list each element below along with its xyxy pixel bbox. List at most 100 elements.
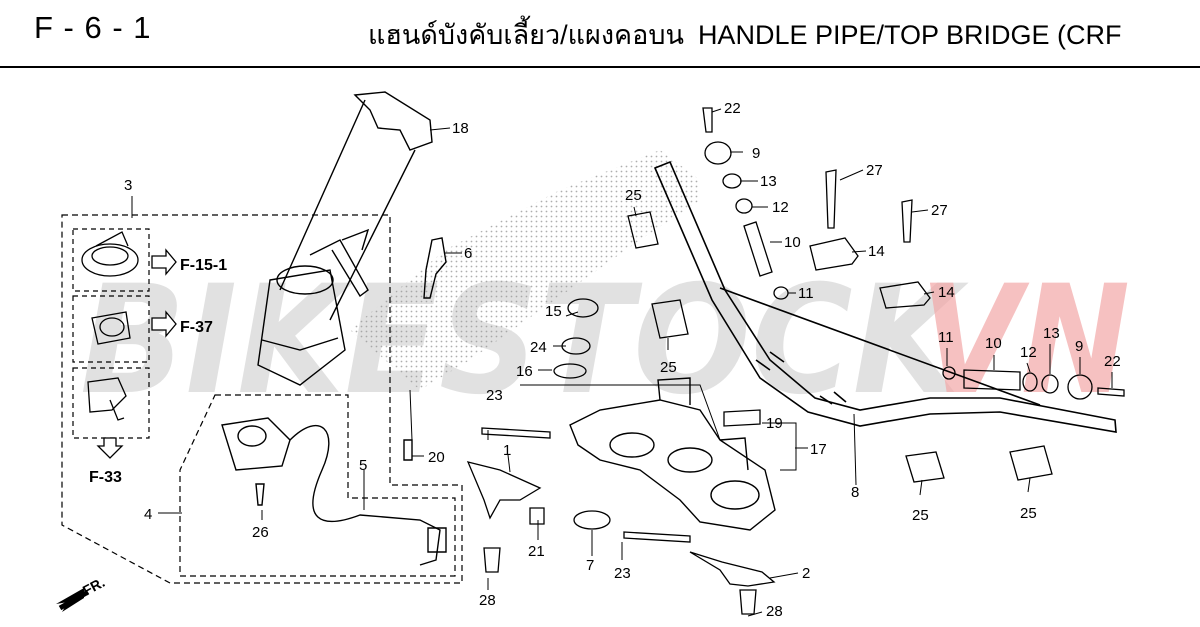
page-code: F - 6 - 1 [34,10,152,45]
ignition-switch-assembly [221,91,447,566]
ref-arrow-2 [151,310,177,338]
top-bridge-17 [569,377,776,531]
seat-lock-sketch [87,377,127,413]
callout-12b[interactable]: 12 [1020,344,1037,361]
callout-13a[interactable]: 13 [760,173,777,190]
bolt-22b-sketch [1097,387,1125,397]
band-25b-sketch [651,299,689,339]
ignition-body-sketch [257,269,346,386]
washer-16-sketch [553,363,587,379]
callout-12a[interactable]: 12 [772,199,789,216]
callout-8[interactable]: 8 [851,484,859,501]
callout-15[interactable]: 15 [545,303,562,320]
callout-14b[interactable]: 14 [938,284,955,301]
callout-23a[interactable]: 23 [486,387,503,404]
nut-13a-sketch [722,173,742,189]
callout-4[interactable]: 4 [144,506,152,523]
callout-25d[interactable]: 25 [1020,505,1037,522]
callout-11b[interactable]: 11 [938,329,954,346]
callout-21[interactable]: 21 [528,543,545,560]
callout-10a[interactable]: 10 [784,234,801,251]
clamp-7-sketch [573,510,611,530]
diagram-header: F - 6 - 1 แฮนด์บังคับเลี้ยว/แผงคอบน HANDL… [0,0,1200,66]
shaft-10a-sketch [743,221,773,277]
callout-28b[interactable]: 28 [766,603,783,620]
bracket-18-sketch [353,91,433,151]
bolt-21-sketch [529,507,545,525]
ref-arrow-3 [96,437,124,459]
bracket-1-sketch [466,461,542,520]
callout-9a[interactable]: 9 [752,145,760,162]
shaft-10b-sketch [963,369,1021,391]
bolt-27b-sketch [901,199,913,243]
fuel-cap-sketch [81,243,139,277]
left-sub-parts [81,231,139,421]
callout-10b[interactable]: 10 [985,335,1002,352]
callout-20[interactable]: 20 [428,449,445,466]
callout-25c[interactable]: 25 [912,507,929,524]
bolt-22a-sketch [702,107,713,133]
callout-22b[interactable]: 22 [1104,353,1121,370]
leader-lines [131,108,1113,617]
connector-5-sketch [427,527,447,553]
watermark: BIKESTOCK VN [80,254,1130,428]
ref-f-37[interactable]: F-37 [180,319,213,336]
callout-25b[interactable]: 25 [660,359,677,376]
bolt-20-sketch [403,439,413,461]
weight-9b-sketch [1067,374,1093,400]
callout-18[interactable]: 18 [452,120,469,137]
bolt-26-sketch [255,483,265,506]
callout-17[interactable]: 17 [810,441,827,458]
bolt-28a-sketch [483,547,501,573]
callout-7[interactable]: 7 [586,557,594,574]
group-box-4 [179,394,456,577]
bolt-23a-sketch [481,427,551,439]
bolt-28b-sketch [739,589,757,615]
ref-arrow-1 [151,248,177,276]
hatch-area [350,150,700,390]
callout-11a[interactable]: 11 [798,285,814,302]
holder-14a-sketch [809,237,859,271]
bolt-27a-sketch [825,169,837,229]
collar-12b-sketch [1022,372,1038,392]
callout-27a[interactable]: 27 [866,162,883,179]
title-thai: แฮนด์บังคับเลี้ยว/แผงคอบน [368,20,684,50]
callout-23b[interactable]: 23 [614,565,631,582]
ref-f-15-1[interactable]: F-15-1 [180,257,227,274]
callout-labels: 3 4 5 6 18 20 26 1 23 7 23 21 28 28 2 19… [124,100,1121,620]
callout-22a[interactable]: 22 [724,100,741,117]
front-direction-indicator: FR. [56,574,107,612]
callout-6[interactable]: 6 [464,245,472,262]
nut-13b-sketch [1041,374,1059,394]
ref-f-33[interactable]: F-33 [89,469,122,486]
callout-13b[interactable]: 13 [1043,325,1060,342]
callout-16[interactable]: 16 [516,363,533,380]
cap-15-sketch [567,298,599,318]
callout-24[interactable]: 24 [530,339,547,356]
callout-26[interactable]: 26 [252,524,269,541]
key-cap-box [72,228,150,292]
bolt-23b-sketch [623,531,691,543]
nut-11b-sketch [942,366,956,380]
plate-19-sketch [723,409,761,427]
title-english: HANDLE PIPE/TOP BRIDGE (CRF [697,20,1122,50]
callout-25a[interactable]: 25 [625,187,642,204]
callout-14a[interactable]: 14 [868,243,885,260]
right-small-parts [466,107,1125,615]
callout-2[interactable]: 2 [802,565,810,582]
handle-pipe-8 [653,160,1117,433]
reference-arrows [96,248,177,459]
callout-19[interactable]: 19 [766,415,783,432]
callout-3[interactable]: 3 [124,177,132,194]
lock-cylinder-sketch [91,311,131,345]
callout-9b[interactable]: 9 [1075,338,1083,355]
callout-27b[interactable]: 27 [931,202,948,219]
bracket-2-sketch [689,551,776,587]
lock-cylinder-box [72,295,150,363]
callout-28a[interactable]: 28 [479,592,496,609]
callout-1[interactable]: 1 [503,442,511,459]
collar-12a-sketch [735,198,753,214]
weight-9a-sketch [704,141,732,165]
callout-5[interactable]: 5 [359,457,367,474]
exploded-parts-diagram: BIKESTOCK VN F-15-1 F-37 F-33 [56,91,1130,620]
